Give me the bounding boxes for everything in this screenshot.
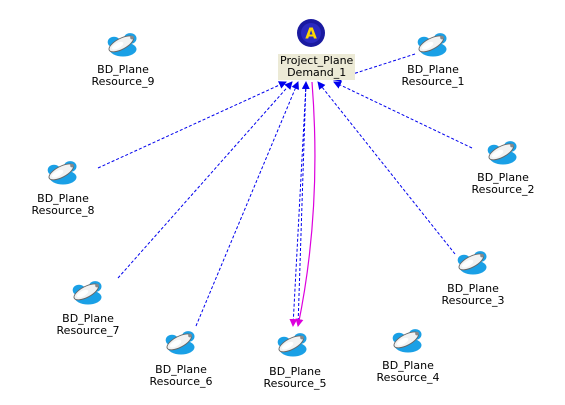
demand-badge-icon[interactable]: A xyxy=(296,18,326,48)
plane-resource-icon[interactable] xyxy=(45,154,81,188)
resource-label-line1: BD_Plane xyxy=(407,63,459,76)
resource-label-line2: Resource_1 xyxy=(401,75,465,88)
resource-label-line1: BD_Plane xyxy=(37,192,89,205)
resource-label-line1: BD_Plane xyxy=(97,63,149,76)
plane-resource-icon[interactable] xyxy=(70,274,106,308)
plane-resource-icon[interactable] xyxy=(163,324,199,358)
plane-resource-icon[interactable] xyxy=(275,326,311,360)
resource-label-line2: Resource_8 xyxy=(31,204,95,217)
edge-resource-7 xyxy=(117,81,293,279)
edge-resource-5 xyxy=(297,81,310,327)
plane-resource-icon[interactable] xyxy=(390,322,426,356)
demand-node-label[interactable]: Project_Plane Demand_1 xyxy=(278,54,356,80)
resource-label-line2: Resource_2 xyxy=(471,183,535,196)
resource-label-line2: Resource_4 xyxy=(376,371,440,384)
assignment-edge xyxy=(295,81,316,327)
resource-label-line1: BD_Plane xyxy=(477,171,529,184)
plane-resource-icon[interactable] xyxy=(455,244,491,278)
resource-label-line2: Resource_6 xyxy=(149,375,213,388)
resource-label-line2: Resource_5 xyxy=(263,377,327,390)
resource-label-line1: BD_Plane xyxy=(269,365,321,378)
resource-label-line1: BD_Plane xyxy=(155,363,207,376)
edge-resource-2 xyxy=(333,81,473,149)
plane-resource-icon[interactable] xyxy=(415,26,451,60)
demand-label-line1: Project_Plane xyxy=(280,54,354,67)
resource-label-line2: Resource_3 xyxy=(441,294,505,307)
edge-resource-6 xyxy=(195,81,299,327)
edge-resource-5-down xyxy=(289,83,307,327)
resource-label-line1: BD_Plane xyxy=(382,359,434,372)
edge-resource-8 xyxy=(97,81,287,169)
edge-resource-3 xyxy=(317,81,456,255)
plane-resource-icon[interactable] xyxy=(105,26,141,60)
demand-label-line2: Demand_1 xyxy=(287,66,347,79)
resource-label-line1: BD_Plane xyxy=(447,282,499,295)
plane-resource-icon[interactable] xyxy=(485,134,521,168)
demand-badge-letter: A xyxy=(305,25,317,43)
resource-label-line2: Resource_7 xyxy=(56,324,120,337)
resource-label-line1: BD_Plane xyxy=(62,312,114,325)
resource-label-line2: Resource_9 xyxy=(91,75,155,88)
